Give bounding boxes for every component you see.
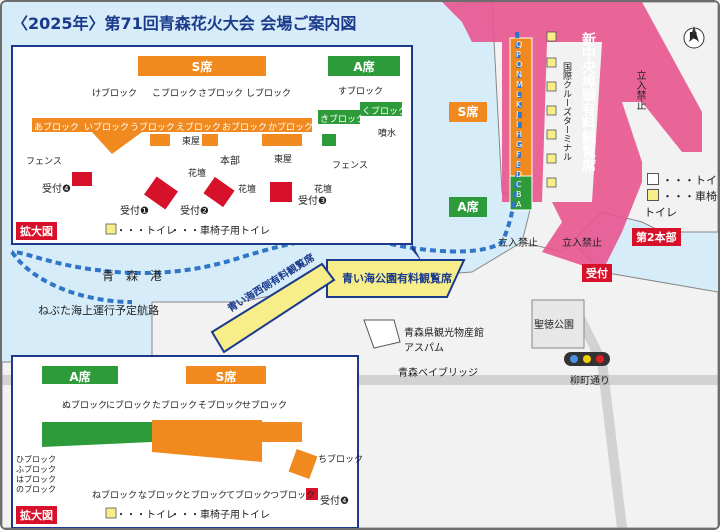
inset-top-legend-toilet: ・・・トイレ — [116, 226, 176, 237]
no-entry-1: 立入禁止 — [634, 70, 645, 110]
inset-top-fence-2: フェンス — [332, 161, 368, 171]
block-label: N — [516, 70, 522, 79]
inset-top-fountain: 噴水 — [378, 129, 397, 139]
block-label: J — [516, 110, 519, 119]
block-label: すブロック — [338, 87, 384, 97]
block-label: Q — [516, 40, 523, 49]
pink-paid-area — [442, 2, 702, 272]
inset-top-higashiya-1: 東屋 — [182, 137, 201, 147]
yanagimachi-label: 柳町通り — [570, 376, 610, 387]
block-label: P — [516, 50, 521, 59]
inset-top-legend-wc: ・・・車椅子用トイレ — [170, 226, 270, 237]
block-label: O — [516, 60, 523, 69]
hq2-badge: 第2本部 — [632, 228, 681, 246]
no-entry-2: 立入禁止 — [498, 238, 538, 249]
block-label: しブロック — [246, 89, 292, 99]
aoi-umi-park-label: 青い海公園有料観覧席 — [342, 272, 452, 285]
block-label: E — [516, 160, 522, 169]
inset-bottom-uketsuke-4: 受付❹ — [320, 496, 349, 507]
zone-s-main: S席 — [449, 102, 487, 122]
block-label: たブロック — [152, 401, 198, 411]
no-entry-3: 立入禁止 — [562, 238, 602, 249]
inset-bottom-kakudai: 拡大図 — [16, 506, 57, 524]
aspam-label: 青森県観光物産館 アスパム — [404, 328, 484, 354]
main-legend-toilet: ・・・トイレ — [644, 172, 718, 188]
block-label: いブロック — [84, 123, 130, 133]
block-label: けブロック — [92, 89, 138, 99]
inset-top-kadan-2: 花壇 — [238, 185, 257, 195]
aoi-umi-west-box — [210, 262, 336, 354]
block-label: にブロック — [106, 401, 152, 411]
nebuta-route-label: ねぶた海上運行予定航路 — [38, 304, 159, 317]
inset-top-higashiya-2: 東屋 — [274, 155, 293, 165]
inset-bottom-chi: ちブロック — [318, 455, 364, 465]
block-label: A — [516, 200, 522, 209]
block-label: F — [516, 150, 521, 159]
bay-bridge-label: 青森ベイブリッジ — [398, 368, 478, 379]
block-label: かブロック — [268, 123, 314, 133]
block-label: つブロック — [270, 491, 316, 501]
inset-top-uketsuke-4: 受付❹ — [42, 184, 71, 195]
map-title: 〈2025年〉第71回青森花火大会 会場ご案内図 — [12, 14, 357, 33]
shin-chuo-label: 新中央埠頭有料観覧席 — [580, 32, 596, 172]
inset-top-fence-1: フェンス — [26, 157, 62, 167]
block-label: H — [516, 130, 523, 139]
block-label: ふブロック — [16, 465, 56, 474]
block-label: くブロック — [362, 107, 408, 117]
block-label: うブロック — [130, 123, 175, 133]
inset-bottom-legend-wc: ・・・車椅子用トイレ — [170, 510, 270, 521]
inset-top-kadan-3: 花壇 — [314, 185, 333, 195]
block-label: さブロック — [198, 89, 244, 99]
block-label: せブロック — [242, 401, 288, 411]
block-label: D — [516, 170, 523, 179]
block-label: L — [516, 90, 521, 99]
main-legend-wc: ・・・車椅子用 トイレ — [644, 189, 718, 219]
block-label: そブロック — [198, 401, 244, 411]
block-label: G — [516, 140, 523, 149]
seitoku-park-label: 聖徳公園 — [534, 320, 574, 331]
block-label: なブロック — [138, 491, 184, 501]
block-label: てブロック — [226, 491, 272, 501]
block-label: ねブロック — [92, 491, 138, 501]
block-label: とブロック — [182, 491, 228, 501]
inset-top-a: A席 — [353, 60, 375, 74]
block-label: I — [516, 120, 519, 129]
inset-bottom-legend-toilet: ・・・トイレ — [116, 510, 176, 521]
block-label: ひブロック — [16, 455, 56, 464]
inset-top-uketsuke-3: 受付❸ — [298, 196, 327, 207]
zone-a-main: A席 — [449, 197, 487, 217]
block-label: きブロック — [320, 115, 366, 125]
north-label: N — [689, 31, 698, 42]
cruise-terminal-label: 国際クルーズターミナル — [561, 62, 571, 161]
block-label: C — [516, 180, 522, 189]
inset-top-kakudai: 拡大図 — [16, 222, 57, 240]
block-label: はブロック — [16, 475, 56, 484]
reception-badge: 受付 — [582, 264, 612, 282]
inset-top-kadan-1: 花壇 — [188, 169, 207, 179]
block-label: こブロック — [152, 89, 198, 99]
block-label: M — [516, 80, 523, 89]
block-label: ぬブロック — [62, 401, 108, 411]
aomori-port-label: 青 森 港 — [102, 269, 163, 283]
block-label: のブロック — [16, 485, 56, 494]
inset-top-uketsuke-2: 受付❷ — [180, 206, 209, 217]
block-label: B — [516, 190, 522, 199]
inset-top-s: S席 — [191, 60, 213, 74]
block-label: えブロック — [176, 123, 221, 133]
inset-bottom-a: A席 — [69, 370, 91, 384]
inset-top-honbu: 本部 — [220, 156, 240, 167]
block-label: あブロック — [34, 123, 80, 133]
block-label: おブロック — [222, 123, 268, 133]
block-label: K — [516, 100, 522, 109]
inset-bottom-s: S席 — [215, 370, 237, 384]
inset-top-uketsuke-1: 受付❶ — [120, 206, 149, 217]
